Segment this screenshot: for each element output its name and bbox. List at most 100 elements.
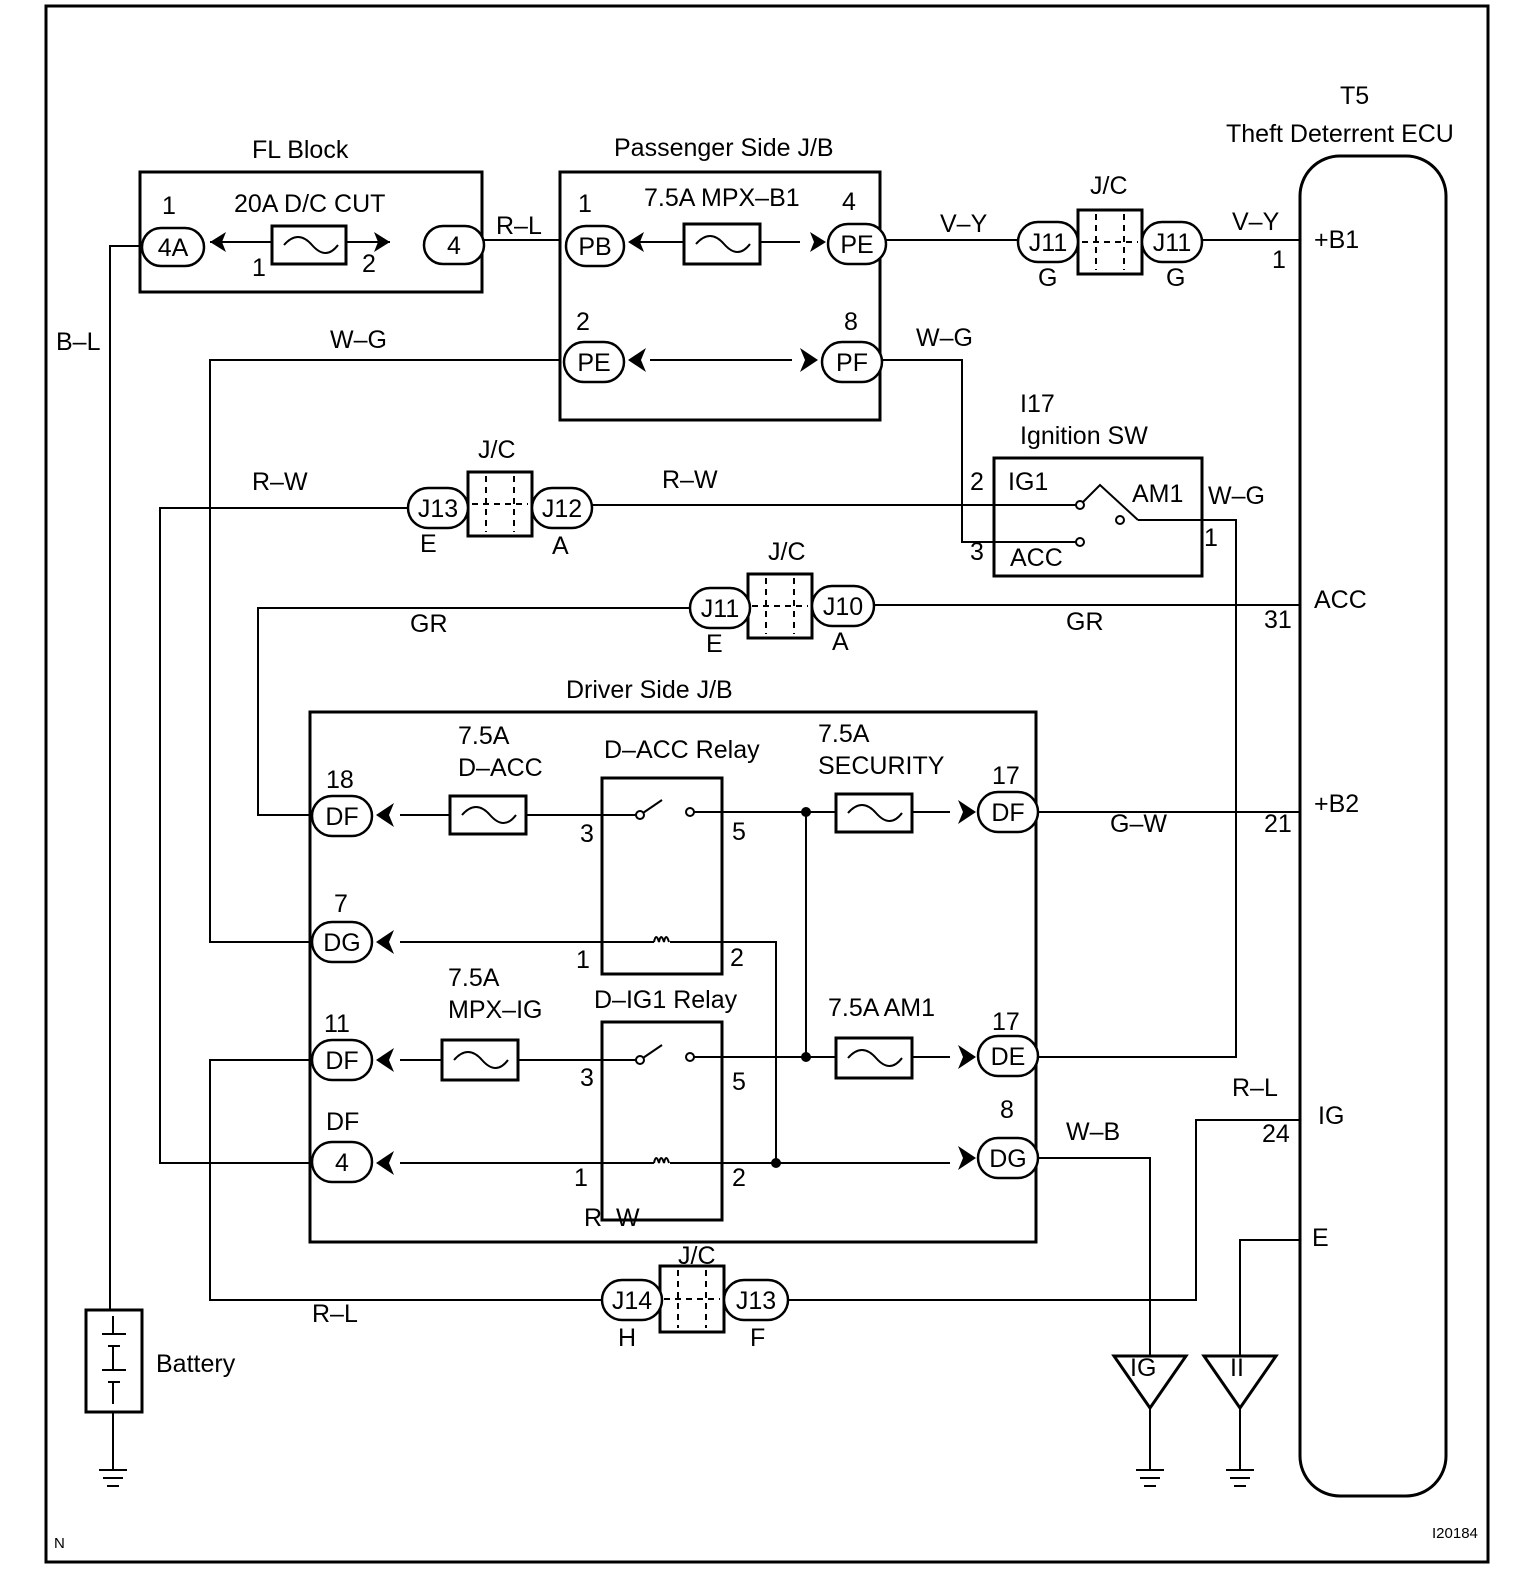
connector-j14: J14	[600, 1278, 664, 1322]
ecu-pin-num: 31	[1264, 606, 1292, 634]
pin-letter: H	[618, 1324, 636, 1352]
contact-icon	[635, 810, 645, 820]
wire-label: V–Y	[1232, 208, 1280, 236]
pin-letter: DF	[326, 1108, 359, 1136]
diagram-frame	[44, 4, 1490, 1564]
svg-text:DG: DG	[989, 1145, 1027, 1173]
fuse-icon	[440, 1038, 520, 1082]
svg-text:J14: J14	[612, 1287, 652, 1315]
svg-text:J13: J13	[418, 495, 458, 523]
terminal-arrows	[210, 232, 976, 1175]
svg-text:PE: PE	[577, 349, 610, 377]
svg-text:J11: J11	[701, 595, 739, 623]
pin-letter: E	[706, 630, 723, 658]
svg-text:J12: J12	[542, 495, 582, 523]
relay-label: D–IG1 Relay	[594, 986, 738, 1014]
contact-icon	[1115, 515, 1125, 525]
svg-text:PE: PE	[840, 231, 873, 259]
fuse-label: 7.5A	[448, 964, 500, 992]
ecu-pin-ig: IG	[1318, 1102, 1344, 1130]
fuse-icon	[834, 792, 914, 834]
connector-dg-8: DG	[976, 1136, 1040, 1180]
fuse-label: D–ACC	[458, 754, 543, 782]
fuse-label: 7.5A MPX–B1	[644, 184, 800, 212]
fuse-label: MPX–IG	[448, 996, 542, 1024]
battery-label: Battery	[156, 1350, 236, 1378]
ignition-switch-box	[992, 456, 1204, 578]
connector-dg-7: DG	[310, 920, 374, 964]
connector-j13: J13	[722, 1278, 790, 1322]
connector-j13: J13	[406, 486, 470, 530]
svg-text:4A: 4A	[158, 234, 189, 262]
wire-label: W–G	[1208, 482, 1265, 510]
relay-label: D–ACC Relay	[604, 736, 760, 764]
fuse-icon	[834, 1036, 914, 1080]
pin-letter: G	[1166, 264, 1185, 292]
connector-de-17: DE	[976, 1034, 1040, 1078]
wire-label: G–W	[1110, 810, 1167, 838]
pin-letter: F	[750, 1324, 765, 1352]
ecu-pin-acc: ACC	[1314, 586, 1367, 614]
fuse-icon	[270, 224, 348, 266]
wires	[109, 239, 1300, 1470]
svg-text:DG: DG	[323, 929, 361, 957]
svg-text:4: 4	[447, 232, 461, 260]
pin-number: 1	[162, 192, 176, 220]
ecu-pin-b1: +B1	[1314, 226, 1359, 254]
driver-jb	[308, 710, 1038, 1244]
svg-text:DE: DE	[991, 1043, 1026, 1071]
contact-icon	[635, 1055, 645, 1065]
coil-icon	[653, 936, 670, 943]
pin-letter: A	[552, 532, 569, 560]
svg-text:DF: DF	[991, 799, 1024, 827]
connector-pe-4: PE	[826, 222, 888, 266]
svg-text:J13: J13	[736, 1287, 776, 1315]
ecu-pin-num: 24	[1262, 1120, 1290, 1148]
passenger-jb-title: Passenger Side J/B	[614, 134, 834, 162]
wire-label: R–L	[312, 1300, 358, 1328]
fl-block	[138, 170, 484, 294]
ecu-body	[1298, 154, 1448, 1498]
pin-number: 4	[842, 188, 856, 216]
jc-block	[658, 1264, 726, 1334]
ground-icon	[1226, 1469, 1254, 1487]
ecu-name: Theft Deterrent ECU	[1226, 120, 1454, 148]
pin-number: 3	[580, 1064, 594, 1092]
connector-df-4: 4	[310, 1140, 374, 1184]
contact-icon	[1075, 537, 1085, 547]
pin-number: 5	[732, 818, 746, 846]
jc-label: J/C	[678, 1242, 716, 1270]
wire-label: W–G	[330, 326, 387, 354]
pin-number: 1	[574, 1164, 588, 1192]
pin-number: 1	[576, 946, 590, 974]
connector-df-18: DF	[310, 794, 374, 838]
wire-label: R–W	[584, 1204, 640, 1232]
connector-pe-2: PE	[562, 340, 626, 384]
ecu-pin-num: 1	[1272, 246, 1286, 274]
pin-number: 2	[970, 468, 984, 496]
pin-letter: A	[832, 628, 849, 656]
fl-block-title: FL Block	[252, 136, 349, 164]
connector-j11: J11	[1140, 220, 1204, 264]
fuse-label: 20A D/C CUT	[234, 190, 385, 218]
junction-dot	[801, 807, 811, 817]
wire-label: GR	[1066, 608, 1104, 636]
contact-icon	[685, 1052, 695, 1062]
svg-text:J10: J10	[823, 593, 863, 621]
ecu-pin-e: E	[1312, 1224, 1329, 1252]
connector-df-17: DF	[976, 790, 1040, 834]
passenger-jb	[558, 170, 882, 422]
jc-label: J/C	[478, 436, 516, 464]
pin-number: 2	[730, 944, 744, 972]
ign-code: I17	[1020, 390, 1055, 418]
d-acc-relay	[600, 776, 724, 976]
pin-number: 17	[992, 762, 1020, 790]
wire-label: W–G	[916, 324, 973, 352]
pin-number: 7	[334, 890, 348, 918]
pin-letter: G	[1038, 264, 1057, 292]
svg-text:J11: J11	[1029, 229, 1067, 257]
junction-dot	[801, 1052, 811, 1062]
connector-j12: J12	[530, 486, 594, 530]
pin-number: 5	[732, 1068, 746, 1096]
